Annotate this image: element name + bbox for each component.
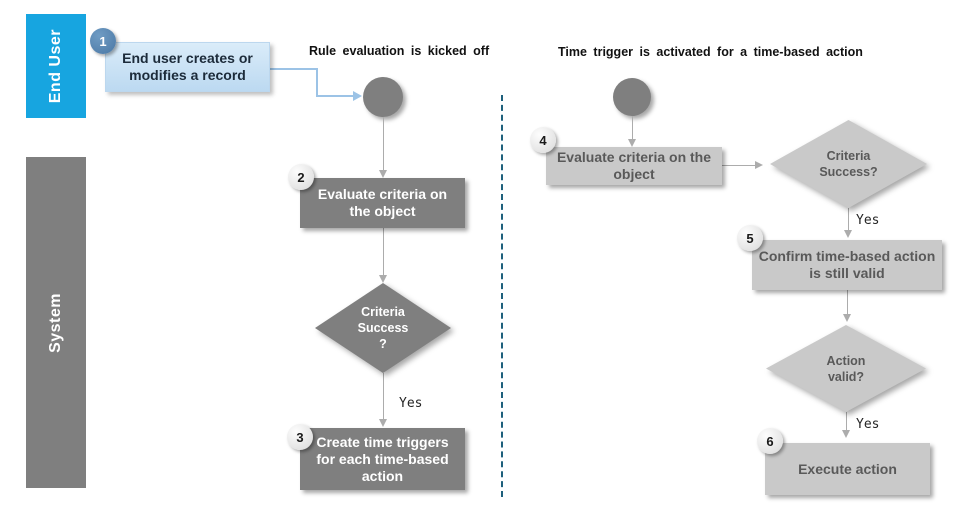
decision-criteria-success-right-shape: Criteria Success?: [770, 120, 927, 208]
decision-criteria-success-right: Criteria Success?: [770, 120, 927, 208]
process-box-confirm-time-based-action: Confirm time-based action is still valid: [752, 240, 942, 290]
step-badge-2: 2: [288, 164, 314, 190]
decision-criteria-success-left-shape: Criteria Success ?: [315, 283, 451, 373]
arrow-head: [379, 419, 387, 427]
connector-blue-seg2: [316, 68, 318, 96]
decision-text-line: Criteria: [361, 305, 405, 319]
left-flow-title: Rule evaluation is kicked off: [309, 44, 490, 58]
arrow-line: [383, 373, 384, 420]
arrow-line: [632, 116, 633, 140]
connector-blue-seg3: [316, 95, 354, 97]
arrow-head: [844, 230, 852, 238]
process-box-create-time-triggers: Create time triggers for each time-based…: [300, 428, 465, 490]
right-flow-title: Time trigger is activated for a time-bas…: [558, 45, 863, 59]
arrow-head: [379, 275, 387, 283]
arrow-head: [843, 314, 851, 322]
process-box-evaluate-criteria-left: Evaluate criteria on the object: [300, 178, 465, 228]
decision-text-line: valid?: [827, 369, 865, 384]
arrow-head: [755, 161, 763, 169]
arrow-line: [383, 117, 384, 171]
arrow-line: [722, 165, 756, 166]
arrow-head: [379, 170, 387, 178]
process-box-evaluate-criteria-right: Evaluate criteria on the object: [546, 147, 722, 185]
connector-blue-seg1: [270, 68, 318, 70]
lane-end-user: End User: [26, 14, 86, 118]
yes-branch-label-right-1: Yes: [856, 213, 880, 228]
yes-branch-label-right-2: Yes: [856, 417, 880, 432]
step-badge-6: 6: [757, 428, 783, 454]
lane-divider-dashed-line: [501, 95, 503, 497]
decision-criteria-success-left: Criteria Success ?: [315, 283, 451, 373]
arrow-line: [848, 208, 849, 231]
lane-end-user-label: End User: [47, 28, 64, 104]
decision-text-line: ?: [379, 337, 387, 351]
decision-text-line: Action: [826, 353, 866, 368]
lane-system: System: [26, 157, 86, 488]
step-badge-4: 4: [530, 127, 556, 153]
connector-blue-arrowhead: [353, 91, 362, 101]
step-badge-1: 1: [90, 28, 116, 54]
step-badge-3: 3: [287, 424, 313, 450]
start-node-left: [363, 77, 403, 117]
decision-action-valid: Action valid?: [766, 325, 926, 412]
decision-action-valid-shape: Action valid?: [766, 325, 926, 412]
lane-system-label: System: [47, 292, 64, 353]
arrow-line: [383, 228, 384, 276]
decision-text-line: Success?: [819, 165, 878, 179]
arrow-head: [628, 139, 636, 147]
process-box-end-user-creates: End user creates or modifies a record: [105, 42, 270, 92]
yes-branch-label-left: Yes: [399, 396, 423, 411]
process-box-execute-action: Execute action: [765, 443, 930, 495]
start-node-right: [613, 78, 651, 116]
arrow-line: [846, 412, 847, 431]
arrow-line: [847, 290, 848, 315]
step-badge-5: 5: [737, 225, 763, 251]
decision-text-line: Criteria: [826, 149, 871, 163]
decision-text-line: Success: [357, 321, 409, 335]
arrow-head: [842, 430, 850, 438]
